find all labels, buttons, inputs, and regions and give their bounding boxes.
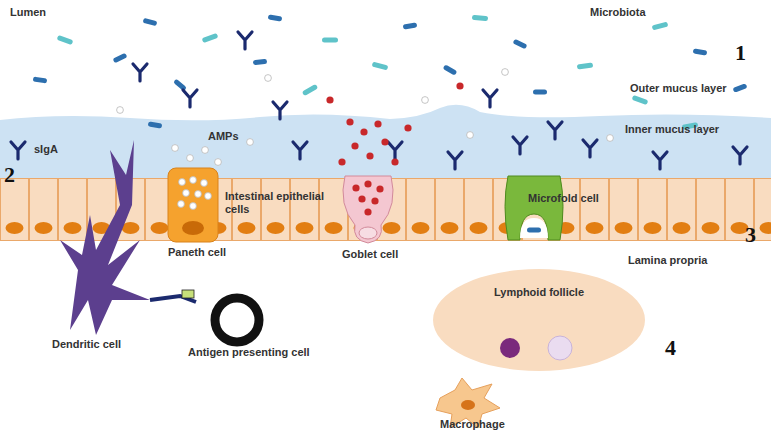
layer-label: Inner mucus layer	[625, 123, 719, 136]
callout-number: 3	[745, 222, 756, 247]
dendritic-cell	[60, 140, 150, 335]
lymphoid-follicle: Lymphoid follicle	[432, 268, 646, 372]
cell-label: Microfold cell	[528, 192, 599, 205]
microbiota	[33, 14, 748, 130]
cell-label: Macrophage	[440, 418, 505, 431]
cell-label: Goblet cell	[342, 248, 398, 261]
paneth-cell	[168, 168, 218, 242]
molecule-label: sIgA	[34, 143, 58, 156]
region-label: Lamina propria	[628, 254, 707, 267]
callout-number: 2	[4, 162, 15, 187]
cell-label: Intestinal epithelial cells	[225, 190, 335, 215]
callout-number: 4	[665, 335, 676, 360]
callout-number: 1	[735, 40, 746, 65]
goblet-cell	[343, 176, 393, 243]
molecule-label: AMPs	[208, 130, 239, 143]
antigen-presenting-cell	[215, 298, 259, 342]
follicle-outline	[432, 268, 646, 372]
cell-label: Dendritic cell	[52, 338, 121, 351]
microfold-cell	[505, 176, 563, 240]
sIgA-antibodies	[11, 32, 747, 169]
region-label: Microbiota	[590, 6, 646, 19]
region-label: Lumen	[10, 6, 46, 19]
node-text: Lymphoid follicle	[432, 286, 646, 298]
layer-label: Outer mucus layer	[630, 82, 727, 95]
macrophage-nucleus	[461, 400, 475, 410]
antigen	[182, 290, 194, 298]
mucin-dots	[326, 82, 463, 165]
cell-label: Antigen presenting cell	[188, 346, 310, 359]
cell-label: Paneth cell	[168, 246, 226, 259]
amp-dots	[117, 69, 614, 166]
